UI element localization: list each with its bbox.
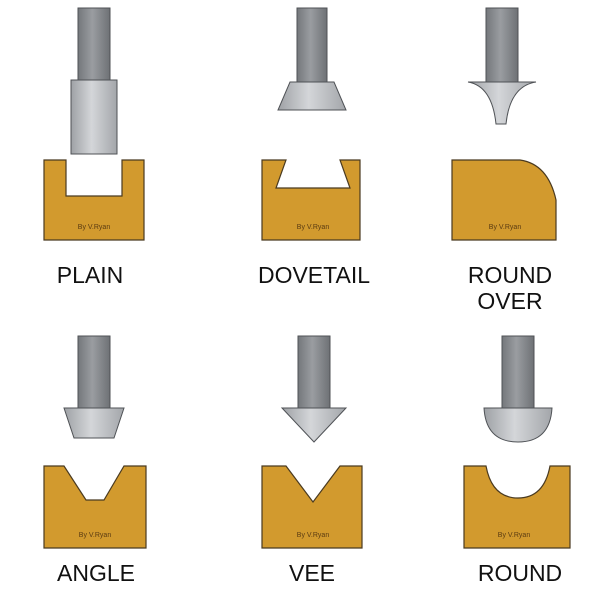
round-router-bit-icon [483,335,553,443]
cutter [467,81,537,125]
shank [296,7,328,85]
cutter [483,407,553,443]
label-round: ROUND [477,560,563,586]
credit-text: By V.Ryan [489,224,522,231]
credit-text: By V.Ryan [297,224,330,231]
angle-wood-block: By V.Ryan [43,465,147,549]
plain-wood-block: By V.Ryan [43,159,145,241]
shank [297,335,331,411]
cutter [63,407,125,439]
credit-text: By V.Ryan [297,532,330,539]
dovetail-router-bit-icon [277,7,347,111]
credit-text: By V.Ryan [498,532,531,539]
vee-router-bit-icon [280,335,348,443]
angle-router-bit-icon [63,335,125,439]
shank [77,7,111,83]
cutter [70,79,118,155]
cutter [280,407,348,443]
dovetail-wood-block: By V.Ryan [261,159,361,241]
cutter [277,81,347,111]
shank [77,335,111,411]
round-wood-block: By V.Ryan [463,465,571,549]
round-over-router-bit-icon [467,7,537,125]
shank [501,335,535,411]
label-plain: PLAIN [56,262,124,288]
round-over-wood-block: By V.Ryan [451,159,557,241]
vee-wood-block: By V.Ryan [261,465,363,549]
shank [485,7,519,85]
label-round-over: ROUND OVER [467,262,553,314]
label-vee: VEE [288,560,336,586]
label-dovetail: DOVETAIL [257,262,371,288]
label-angle: ANGLE [57,560,135,586]
plain-router-bit-icon [70,7,118,155]
credit-text: By V.Ryan [79,532,112,539]
credit-text: By V.Ryan [78,224,111,231]
